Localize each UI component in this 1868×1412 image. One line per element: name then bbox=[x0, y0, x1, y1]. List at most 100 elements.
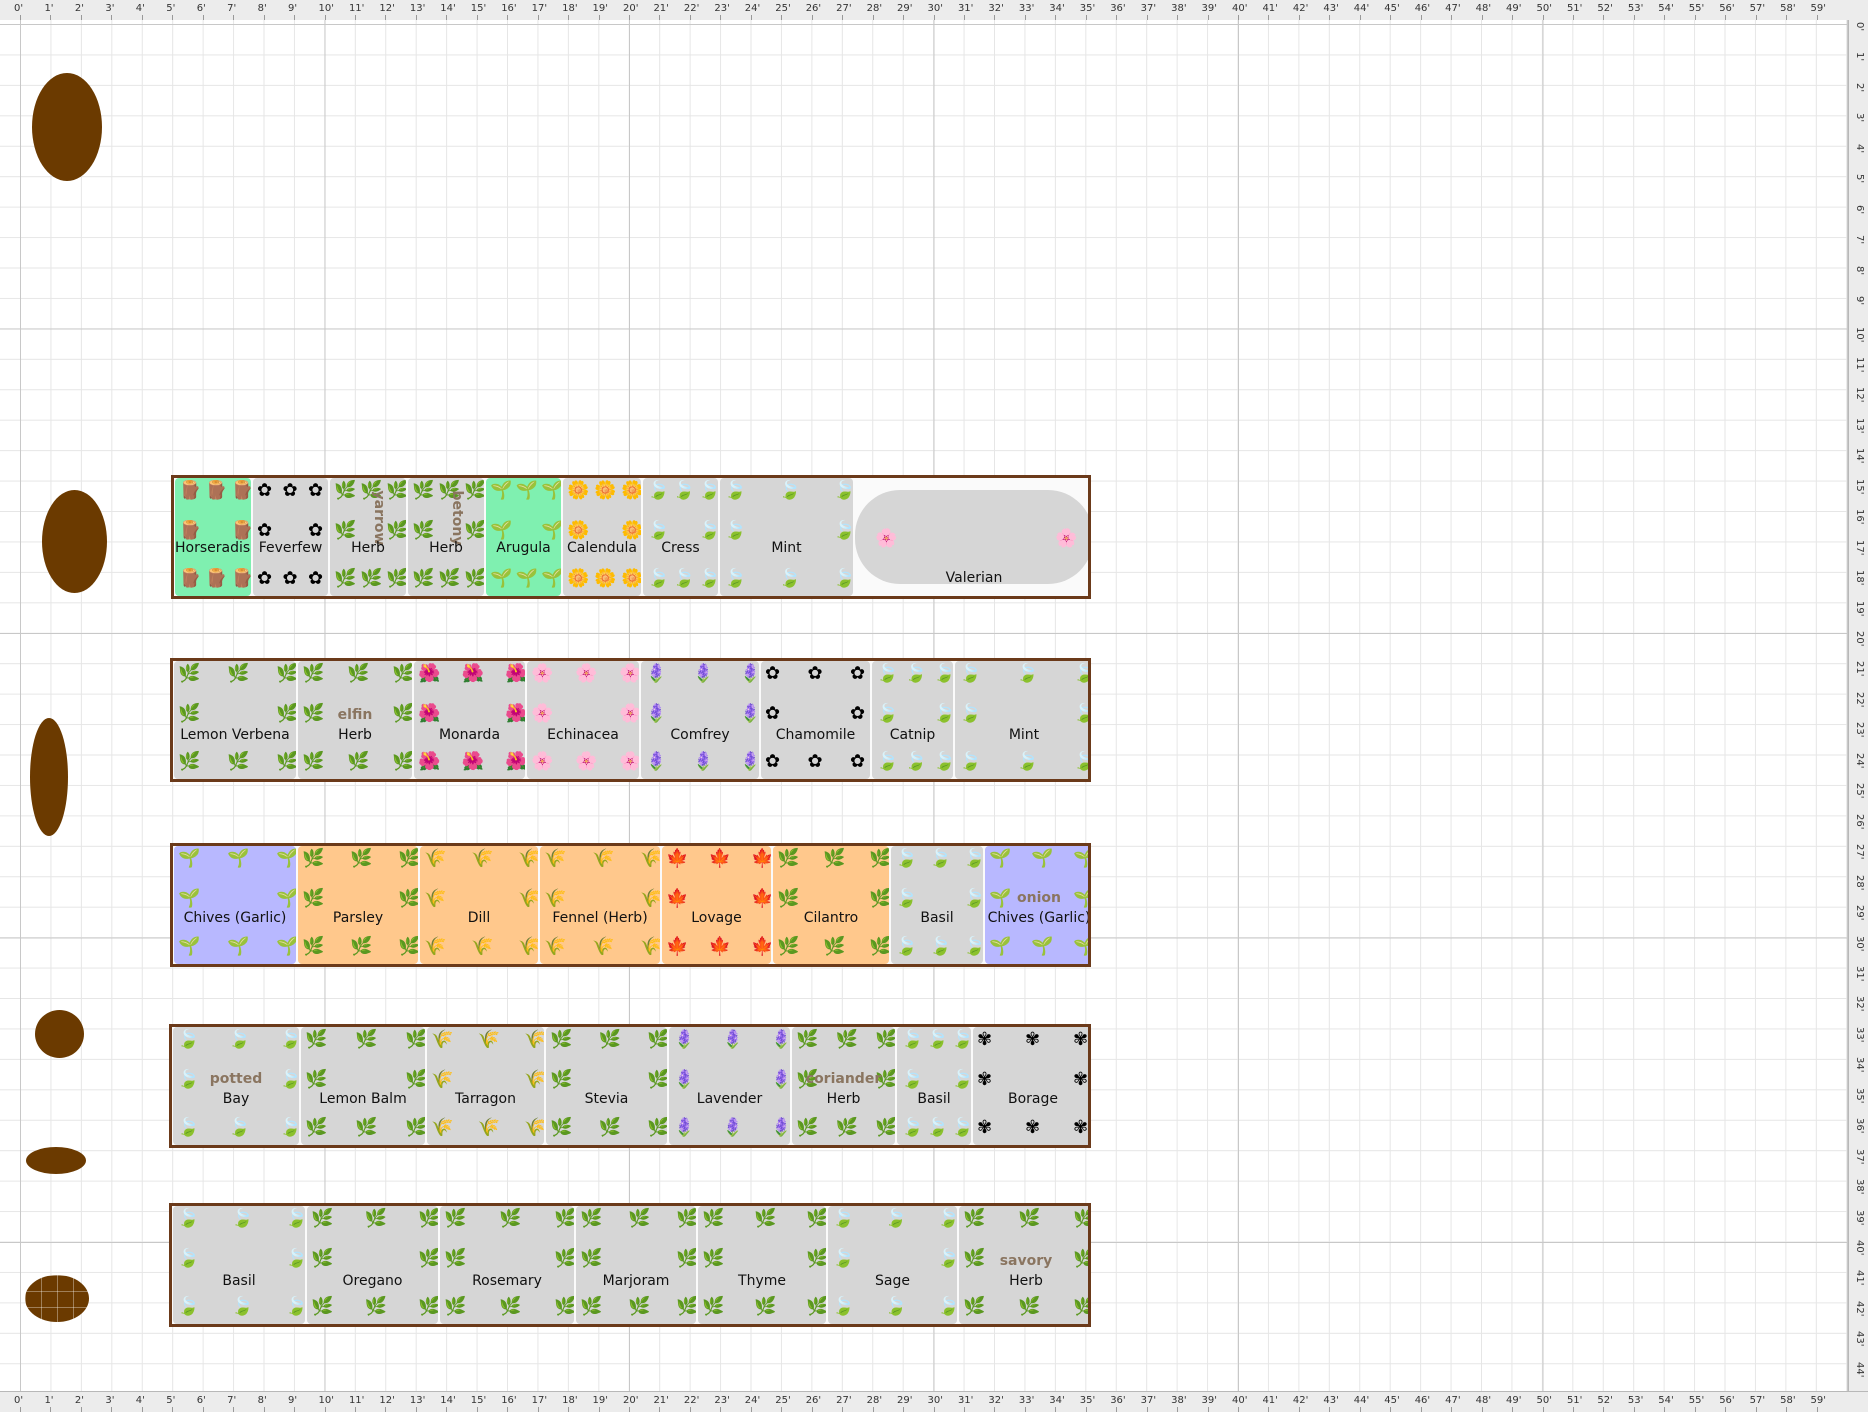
plant-icon: 🌾 bbox=[431, 1069, 454, 1090]
garden-bed[interactable]: 🍃🍃🍃🍃🍃🍃🍃🍃Basil🌿🌿🌿🌿🌿🌿🌿🌿Oregano🌿🌿🌿🌿🌿🌿🌿🌿Rose… bbox=[169, 1203, 1091, 1327]
plant-icon: 🍃 bbox=[926, 1117, 949, 1138]
plant-lemon-verbena[interactable]: 🌿🌿🌿🌿🌿🌿🌿🌿Lemon Verbena bbox=[174, 661, 296, 779]
plant-catnip[interactable]: 🍃🍃🍃🍃🍃🍃🍃🍃Catnip bbox=[872, 661, 953, 779]
ruler-tick-mark bbox=[598, 1407, 600, 1412]
plant-icon: 🌿 bbox=[647, 1071, 667, 1089]
plant-icon: 🍃 bbox=[904, 663, 927, 684]
plant-icon: 🌿 bbox=[386, 522, 406, 540]
plant-icon: ✿ bbox=[765, 751, 781, 772]
garden-bed[interactable]: 🌿🌿🌿🌿🌿🌿🌿🌿Lemon Verbena🌿🌿🌿🌿🌿🌿🌿🌿elfinHerb🌺🌺… bbox=[170, 658, 1091, 782]
tree-shrub[interactable] bbox=[26, 1147, 86, 1174]
ruler-tick-label: 20' bbox=[623, 1395, 639, 1406]
plant-mint[interactable]: 🍃🍃🍃🍃🍃🍃🍃🍃Mint bbox=[720, 478, 853, 596]
plant-icon: 🌿 bbox=[444, 1296, 467, 1317]
ruler-tick-mark bbox=[903, 15, 905, 20]
plant-label: Cilantro bbox=[803, 910, 859, 926]
plant-fennel-herb[interactable]: 🌾🌾🌾🌾🌾🌾🌾🌾Fennel (Herb) bbox=[540, 846, 660, 964]
plant-monarda[interactable]: 🌺🌺🌺🌺🌺🌺🌺🌺Monarda bbox=[414, 661, 525, 779]
ruler-tick-label: 59' bbox=[1810, 1395, 1827, 1406]
plant-cress[interactable]: 🍃🍃🍃🍃🍃🍃🍃🍃Cress bbox=[643, 478, 718, 596]
ruler-tick-label: 49' bbox=[1506, 3, 1522, 14]
plant-basil[interactable]: 🍃🍃🍃🍃🍃🍃🍃🍃Basil bbox=[173, 1206, 305, 1324]
plant-dill[interactable]: 🌾🌾🌾🌾🌾🌾🌾🌾Dill bbox=[420, 846, 538, 964]
plant-stevia[interactable]: 🌿🌿🌿🌿🌿🌿🌿🌿Stevia bbox=[546, 1027, 667, 1145]
plant-marjoram[interactable]: 🌿🌿🌿🌿🌿🌿🌿🌿Marjoram bbox=[576, 1206, 696, 1324]
plant-icon: 🌱 bbox=[276, 850, 296, 868]
ruler-tick-mark bbox=[1664, 15, 1666, 20]
plant-calendula[interactable]: 🌼🌼🌼🌼🌼🌼🌼🌼Calendula bbox=[563, 478, 641, 596]
plant-icon: 🌸 bbox=[619, 665, 639, 683]
plant-icon: 🌿 bbox=[628, 1296, 651, 1317]
ruler-tick-label: 29' bbox=[897, 1395, 913, 1406]
plant-mint[interactable]: 🍃🍃🍃🍃🍃🍃🍃🍃Mint bbox=[955, 661, 1088, 779]
plant-tarragon[interactable]: 🌾🌾🌾🌾🌾🌾🌾🌾Tarragon bbox=[427, 1027, 544, 1145]
plant-comfrey[interactable]: 🪻🪻🪻🪻🪻🪻🪻🪻Comfrey bbox=[641, 661, 759, 779]
ruler-tick-label: 25' bbox=[1854, 783, 1865, 799]
plant-echinacea[interactable]: 🌸🌸🌸🌸🌸🌸🌸🌸Echinacea bbox=[527, 661, 639, 779]
plant-icon: 🌱 bbox=[178, 888, 201, 909]
ruler-tick-mark bbox=[659, 15, 661, 20]
ruler-tick-label: 8' bbox=[1854, 265, 1865, 275]
plant-rosemary[interactable]: 🌿🌿🌿🌿🌿🌿🌿🌿Rosemary bbox=[440, 1206, 574, 1324]
plant-basil[interactable]: 🍃🍃🍃🍃🍃🍃🍃🍃Basil bbox=[897, 1027, 971, 1145]
ruler-tick-mark bbox=[1055, 15, 1057, 20]
tree-shrub[interactable] bbox=[30, 718, 68, 836]
plant-icon: 🌿 bbox=[364, 1296, 387, 1317]
plant-icon: 🌺 bbox=[418, 703, 441, 724]
tree-shrub[interactable] bbox=[25, 1275, 89, 1322]
plant-sage[interactable]: 🍃🍃🍃🍃🍃🍃🍃🍃Sage bbox=[828, 1206, 957, 1324]
plant-icon: 🍃 bbox=[959, 663, 982, 684]
plant-borage[interactable]: ✾✾✾✾✾✾✾✾Borage bbox=[973, 1027, 1088, 1145]
plant-icon: 🌿 bbox=[302, 751, 325, 772]
plant-icon: 🍃 bbox=[724, 480, 747, 501]
tree-shrub[interactable] bbox=[35, 1010, 84, 1058]
ruler-tick-label: 47' bbox=[1445, 3, 1461, 14]
ruler-tick-label: 41' bbox=[1262, 3, 1278, 14]
plant-lemon-balm[interactable]: 🌿🌿🌿🌿🌿🌿🌿🌿Lemon Balm bbox=[301, 1027, 425, 1145]
plant-oregano[interactable]: 🌿🌿🌿🌿🌿🌿🌿🌿Oregano bbox=[307, 1206, 438, 1324]
plant-icon: 🌺 bbox=[505, 753, 525, 771]
plant-icon: 🌿 bbox=[550, 1029, 573, 1050]
ruler-tick-label: 38' bbox=[1171, 3, 1187, 14]
plant-lavender[interactable]: 🪻🪻🪻🪻🪻🪻🪻🪻Lavender bbox=[669, 1027, 790, 1145]
plant-basil[interactable]: 🍃🍃🍃🍃🍃🍃🍃🍃Basil bbox=[891, 846, 983, 964]
plant-chives-garlic[interactable]: 🌱🌱🌱🌱🌱🌱🌱🌱Chives (Garlic) bbox=[174, 846, 296, 964]
ruler-tick-label: 39' bbox=[1201, 3, 1218, 14]
plant-icon: 🌿 bbox=[364, 1208, 387, 1229]
plant-icon: 🍃 bbox=[963, 850, 983, 868]
ruler-tick-label: 24' bbox=[744, 3, 761, 14]
garden-bed[interactable]: 🪵🪵🪵🪵🪵🪵🪵🪵Horseradish✿✿✿✿✿✿✿✿Feverfew🌿🌿🌿🌿🌿… bbox=[171, 475, 1091, 599]
plant-icon: 🍃 bbox=[951, 1071, 971, 1089]
tree-shrub[interactable] bbox=[32, 73, 102, 181]
plant-horseradish[interactable]: 🪵🪵🪵🪵🪵🪵🪵🪵Horseradish bbox=[175, 478, 251, 596]
tree-shrub[interactable] bbox=[42, 490, 107, 593]
plant-icon: ✾ bbox=[1025, 1117, 1041, 1138]
plant-icon: 🌿 bbox=[796, 1117, 819, 1138]
plant-parsley[interactable]: 🌿🌿🌿🌿🌿🌿🌿🌿Parsley bbox=[298, 846, 418, 964]
plant-icon: 🌿 bbox=[392, 665, 412, 683]
plant-chamomile[interactable]: ✿✿✿✿✿✿✿✿Chamomile bbox=[761, 661, 870, 779]
plant-lovage[interactable]: 🍁🍁🍁🍁🍁🍁🍁🍁Lovage bbox=[662, 846, 771, 964]
ruler-tick-mark bbox=[202, 1407, 204, 1412]
ruler-tick-label: 51' bbox=[1566, 1395, 1583, 1406]
ruler-bottom: 0'1'2'3'4'5'6'7'8'9'10'11'12'13'14'15'16… bbox=[0, 1391, 1868, 1412]
plant-icon: 🌿 bbox=[580, 1208, 603, 1229]
plant-icon: 🌾 bbox=[524, 1071, 544, 1089]
ruler-tick-mark bbox=[1024, 1407, 1026, 1412]
plant-feverfew[interactable]: ✿✿✿✿✿✿✿✿Feverfew bbox=[253, 478, 328, 596]
plant-cilantro[interactable]: 🌿🌿🌿🌿🌿🌿🌿🌿Cilantro bbox=[773, 846, 889, 964]
ruler-tick-label: 32' bbox=[988, 3, 1004, 14]
garden-bed[interactable]: 🌱🌱🌱🌱🌱🌱🌱🌱Chives (Garlic)🌿🌿🌿🌿🌿🌿🌿🌿Parsley🌾🌾… bbox=[170, 843, 1091, 967]
plant-arugula[interactable]: 🌱🌱🌱🌱🌱🌱🌱🌱Arugula bbox=[486, 478, 561, 596]
plant-valerian[interactable]: 🌸🌸Valerian bbox=[855, 490, 1088, 584]
ruler-tick-label: 22' bbox=[1854, 691, 1865, 708]
plant-thyme[interactable]: 🌿🌿🌿🌿🌿🌿🌿🌿Thyme bbox=[698, 1206, 826, 1324]
